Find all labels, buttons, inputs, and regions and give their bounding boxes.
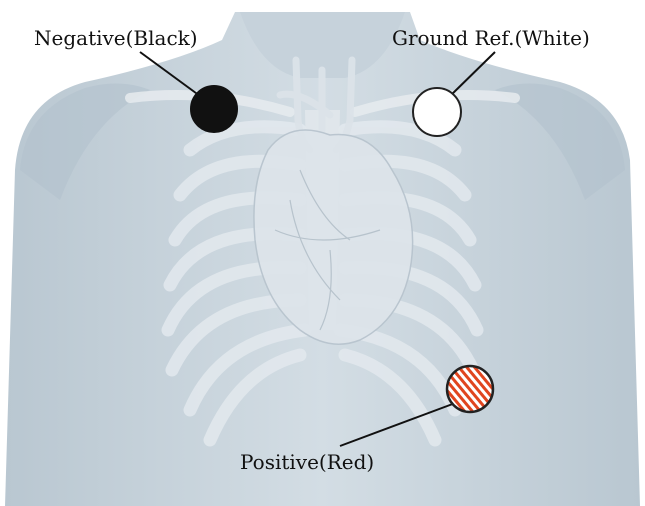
ground-label: Ground Ref.(White) <box>392 28 590 48</box>
ground-electrode <box>413 88 461 136</box>
positive-electrode <box>447 366 493 412</box>
negative-electrode <box>191 86 237 132</box>
negative-label: Negative(Black) <box>34 28 198 48</box>
positive-label: Positive(Red) <box>240 452 374 472</box>
